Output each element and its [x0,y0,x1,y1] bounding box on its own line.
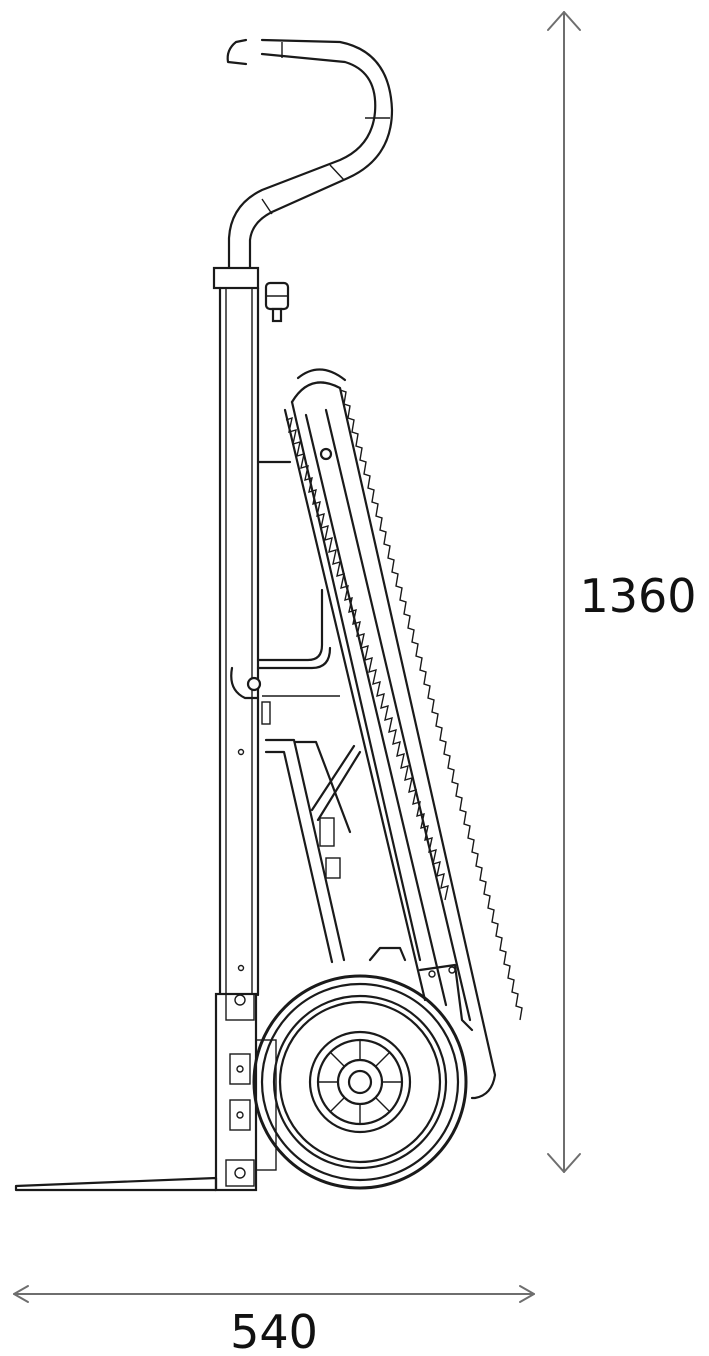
crawler-track [283,368,523,1100]
arrow-up-icon [547,11,581,31]
base-plate [14,992,277,1192]
width-label: 540 [230,1305,318,1356]
bracket [230,460,340,725]
arrow-right-icon [519,1285,535,1303]
arrow-left-icon [13,1285,29,1303]
wheel [252,974,468,1190]
handle [226,38,394,270]
arrow-down-icon [547,1153,581,1173]
width-dimension: 540 [13,1285,535,1356]
linkage-arms [264,738,362,964]
height-label: 1360 [579,569,696,623]
main-frame-post [212,266,290,997]
height-dimension: 1360 [547,11,697,1173]
wheel-spokes [318,1040,402,1124]
